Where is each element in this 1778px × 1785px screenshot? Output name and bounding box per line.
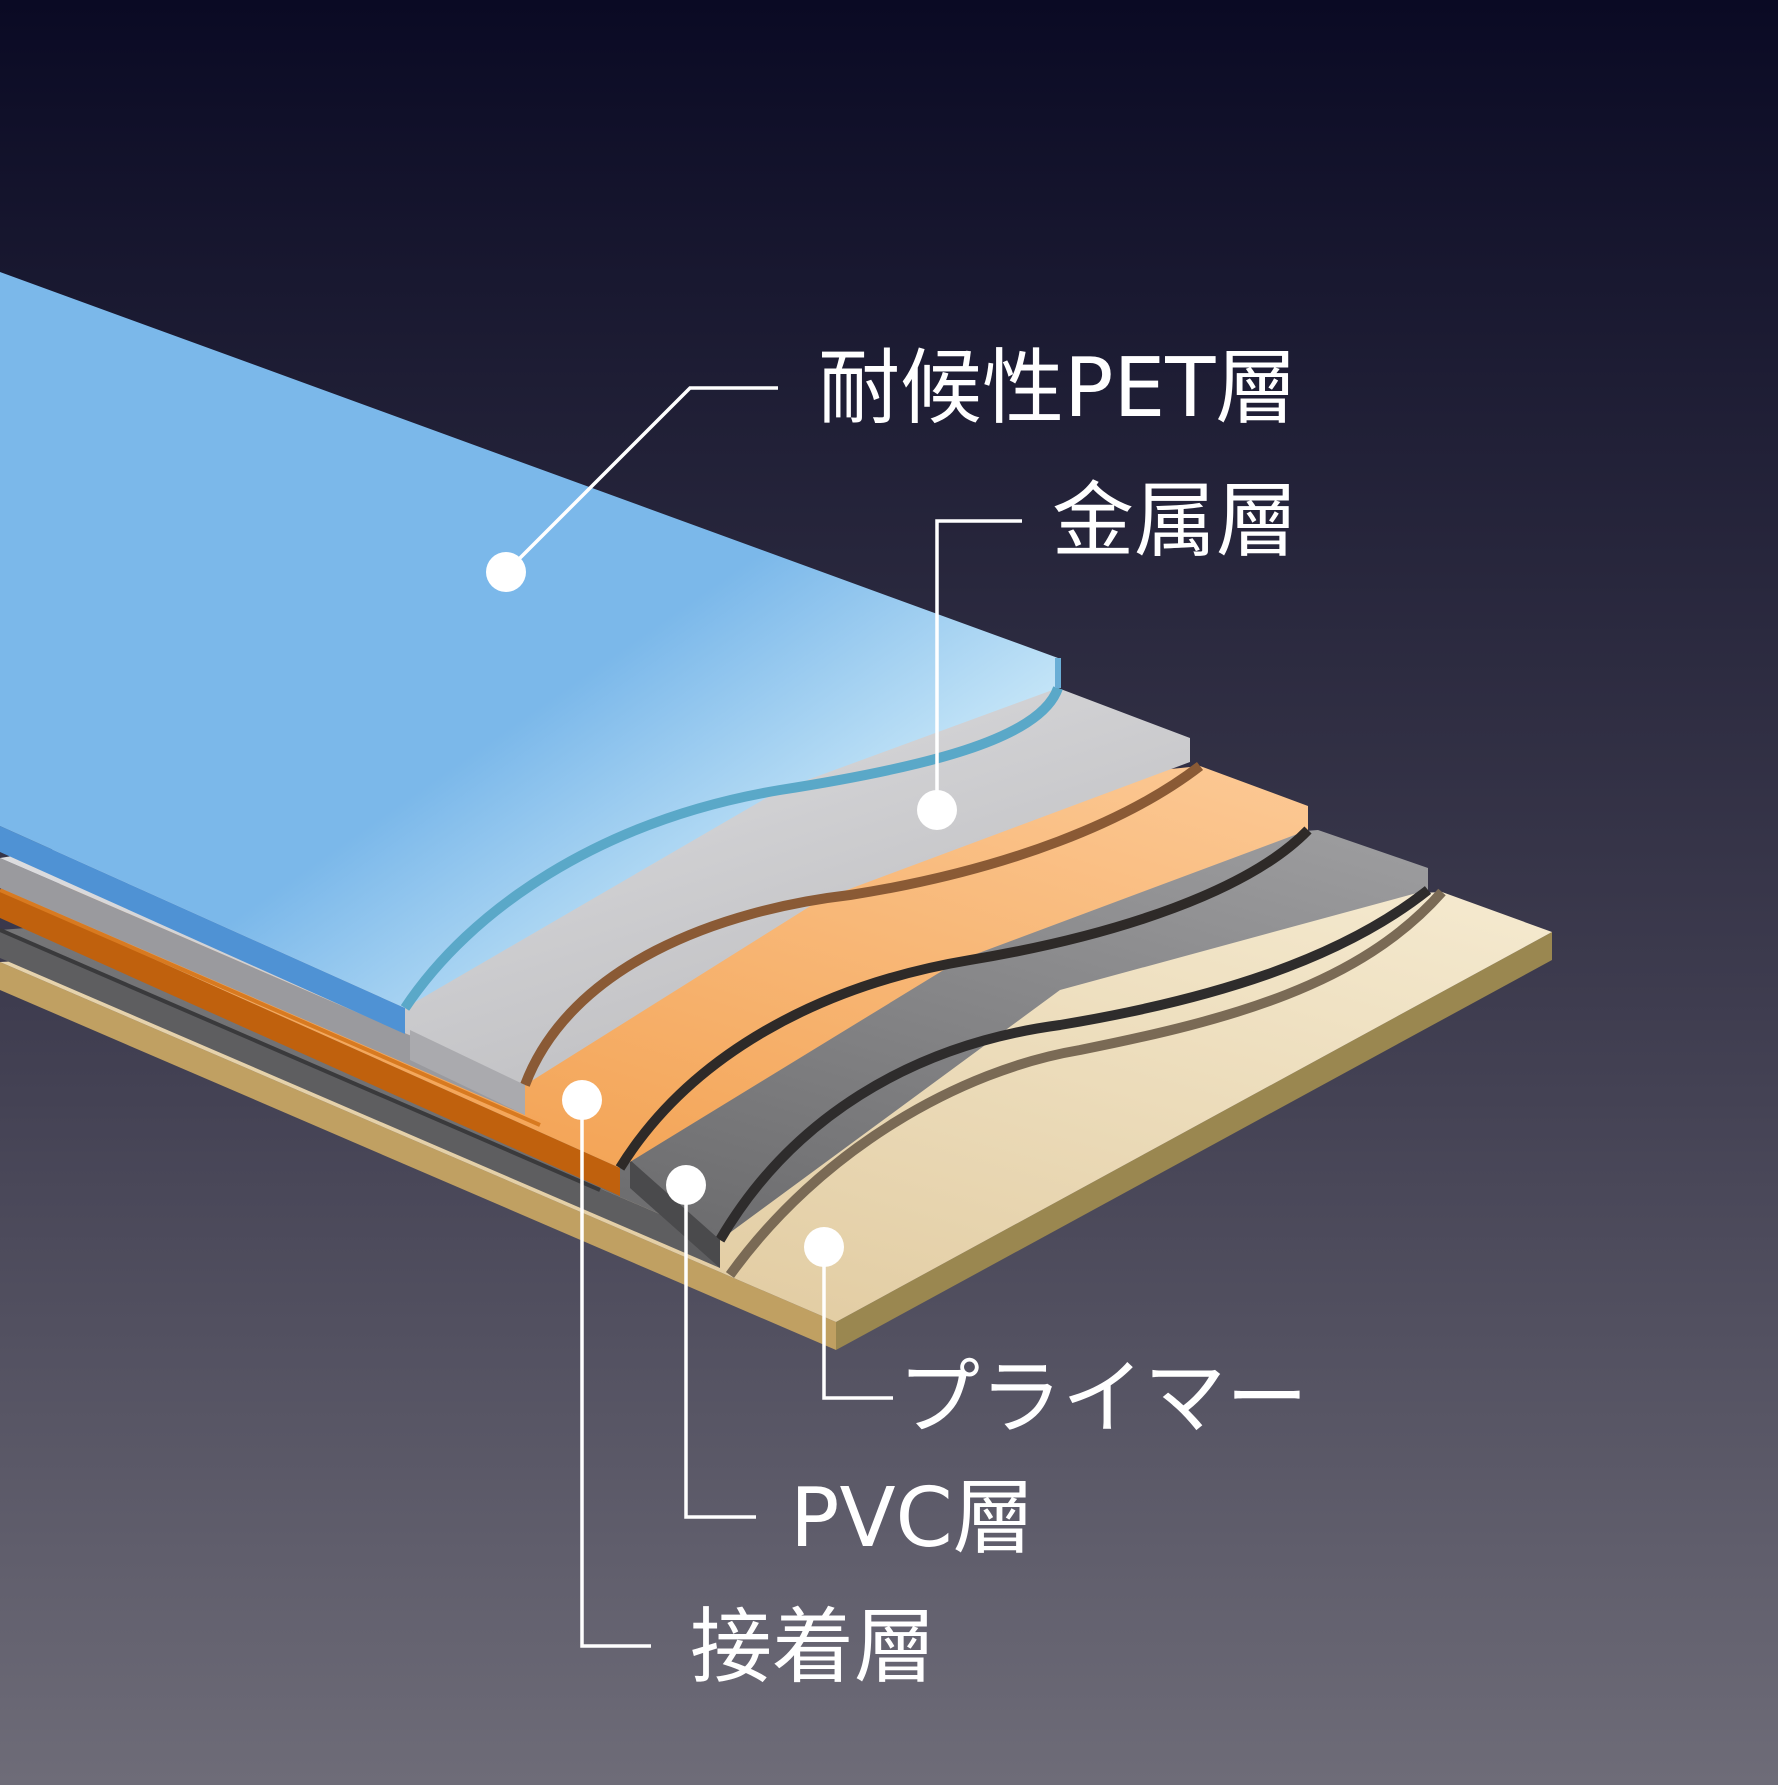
marker-dot xyxy=(917,790,957,830)
marker-dot xyxy=(486,552,526,592)
marker-dot xyxy=(562,1080,602,1120)
label-metal-layer: 金属層 xyxy=(1052,474,1298,569)
marker-dot xyxy=(666,1165,706,1205)
marker-dot xyxy=(804,1227,844,1267)
label-pvc-layer: PVC層 xyxy=(790,1471,1035,1566)
label-adhesive-layer: 接着層 xyxy=(690,1600,936,1695)
label-pet-layer: 耐候性PET層 xyxy=(818,341,1297,436)
label-primer-layer: プライマー xyxy=(898,1351,1308,1446)
